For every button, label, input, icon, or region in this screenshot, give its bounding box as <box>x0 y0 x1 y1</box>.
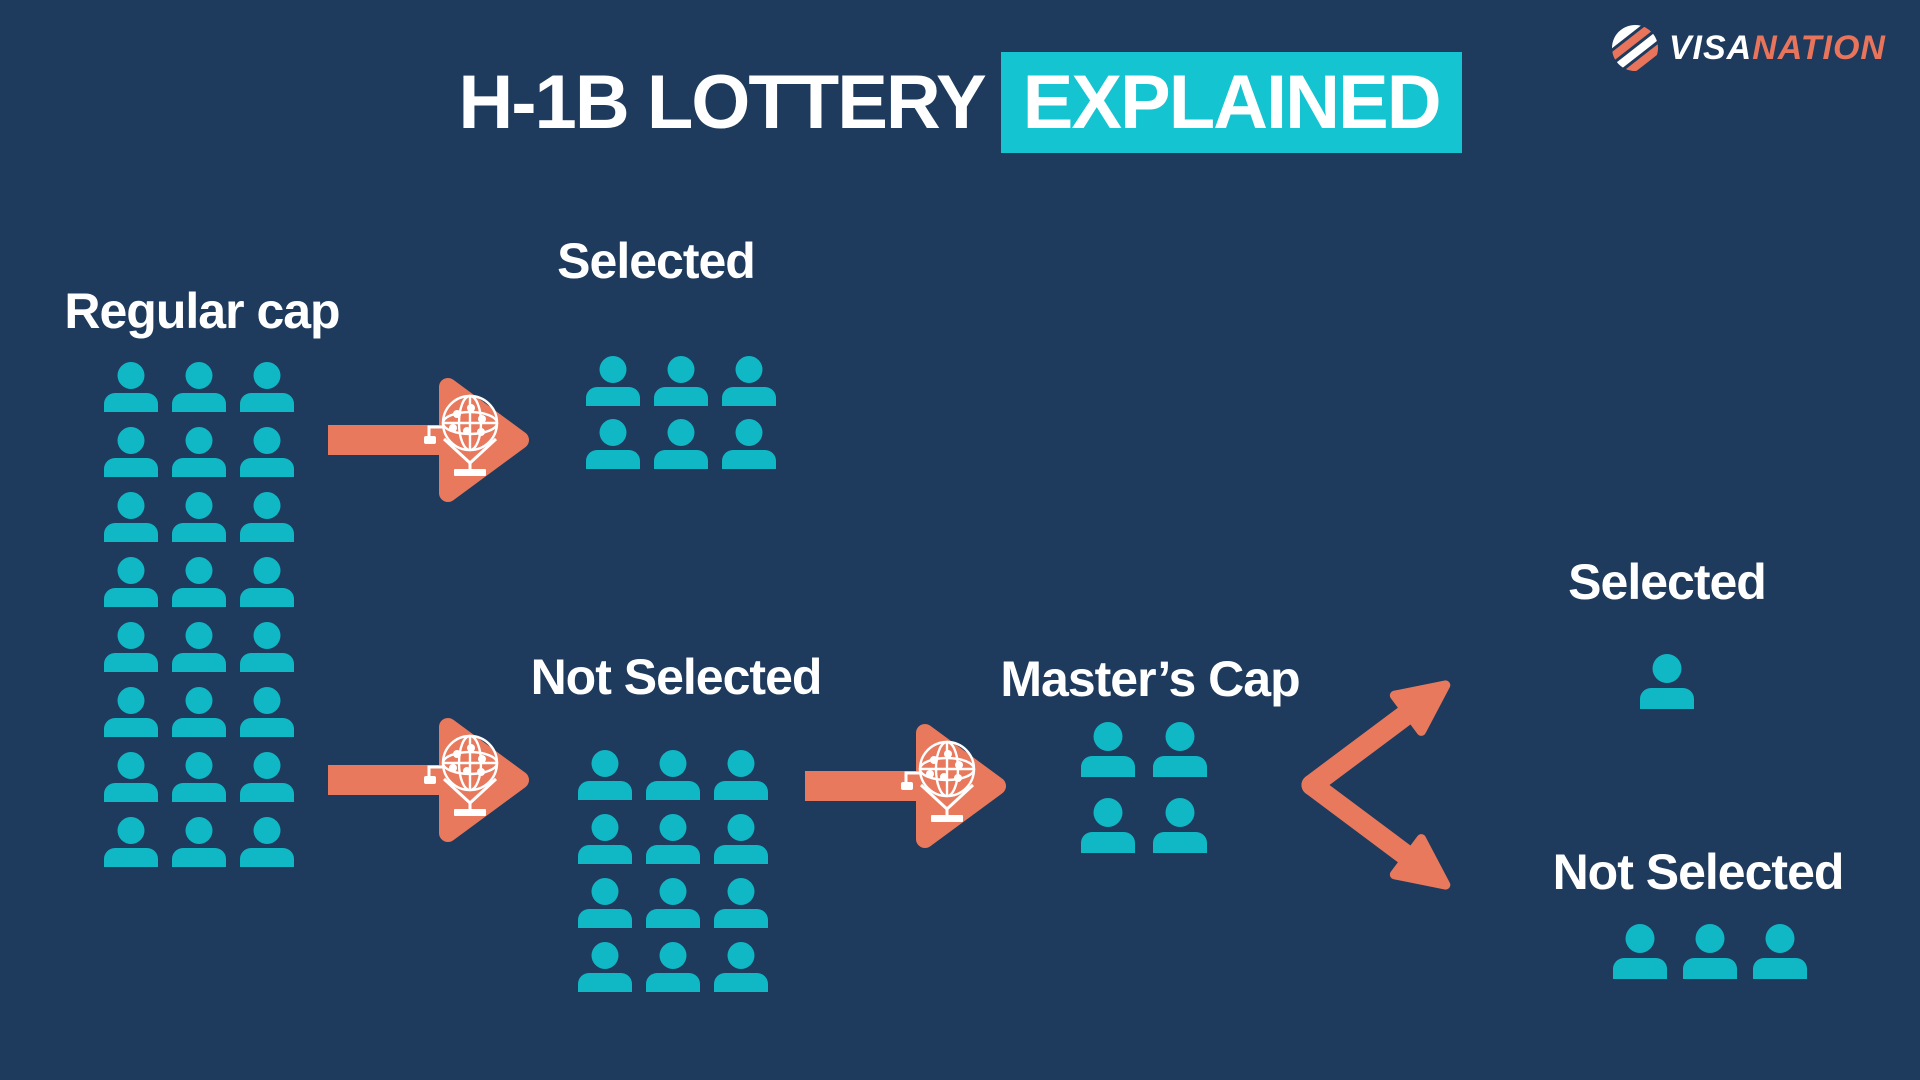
person-icon <box>104 427 158 477</box>
person-icon <box>722 419 776 469</box>
regular-cap-people <box>104 362 294 867</box>
selected-round1-label: Selected <box>557 233 756 289</box>
masters-cap-label: Master’s Cap <box>1000 651 1300 707</box>
person-icon <box>172 817 226 867</box>
person-icon <box>240 362 294 412</box>
title-text: H-1B LOTTERY <box>458 60 986 145</box>
person-icon <box>104 817 158 867</box>
not-selected-round1-people <box>578 750 768 992</box>
person-icon <box>586 356 640 406</box>
person-icon <box>646 878 700 928</box>
page-title: H-1B LOTTERY EXPLAINED <box>0 52 1920 153</box>
person-icon <box>104 752 158 802</box>
lottery-arrow-2 <box>328 718 529 842</box>
person-icon <box>654 356 708 406</box>
lottery-arrow-3 <box>805 724 1006 848</box>
person-icon <box>240 752 294 802</box>
person-icon <box>1683 924 1737 979</box>
masters-cap-people <box>1081 722 1207 853</box>
person-icon <box>172 492 226 542</box>
logo-wordmark: VISANATION <box>1669 29 1886 68</box>
person-icon <box>578 942 632 992</box>
person-icon <box>714 942 768 992</box>
person-icon <box>104 362 158 412</box>
branch-arrows <box>1301 680 1451 890</box>
title-highlight: EXPLAINED <box>1000 52 1462 153</box>
person-icon <box>578 878 632 928</box>
person-icon <box>1081 798 1135 853</box>
person-icon <box>172 427 226 477</box>
person-icon <box>714 878 768 928</box>
logo-nation-text: NATION <box>1752 28 1886 67</box>
logo-visa-text: VISA <box>1668 28 1753 67</box>
person-icon <box>104 687 158 737</box>
not-selected-round2-people <box>1613 924 1807 979</box>
person-icon <box>172 752 226 802</box>
person-icon <box>578 750 632 800</box>
person-icon <box>1081 722 1135 777</box>
person-icon <box>1640 654 1694 709</box>
selected-round1-people <box>586 356 776 469</box>
person-icon <box>172 557 226 607</box>
person-icon <box>172 622 226 672</box>
person-icon <box>240 687 294 737</box>
person-icon <box>654 419 708 469</box>
person-icon <box>104 492 158 542</box>
person-icon <box>240 557 294 607</box>
selected-round2-people <box>1640 654 1694 709</box>
regular-cap-label: Regular cap <box>64 283 340 339</box>
person-icon <box>104 622 158 672</box>
person-icon <box>240 427 294 477</box>
person-icon <box>172 687 226 737</box>
not-selected-round1-label: Not Selected <box>530 649 823 705</box>
person-icon <box>646 814 700 864</box>
person-icon <box>722 356 776 406</box>
person-icon <box>240 622 294 672</box>
person-icon <box>1613 924 1667 979</box>
person-icon <box>1153 798 1207 853</box>
person-icon <box>240 817 294 867</box>
person-icon <box>646 942 700 992</box>
person-icon <box>1753 924 1807 979</box>
person-icon <box>1153 722 1207 777</box>
person-icon <box>578 814 632 864</box>
globe-swirl-icon <box>1610 24 1659 72</box>
person-icon <box>586 419 640 469</box>
person-icon <box>646 750 700 800</box>
person-icon <box>714 750 768 800</box>
person-icon <box>240 492 294 542</box>
person-icon <box>714 814 768 864</box>
person-icon <box>172 362 226 412</box>
visanation-logo: VISANATION <box>1610 24 1886 72</box>
person-icon <box>104 557 158 607</box>
not-selected-round2-label: Not Selected <box>1552 844 1845 900</box>
selected-round2-label: Selected <box>1568 554 1767 610</box>
lottery-arrow-1 <box>328 378 529 502</box>
